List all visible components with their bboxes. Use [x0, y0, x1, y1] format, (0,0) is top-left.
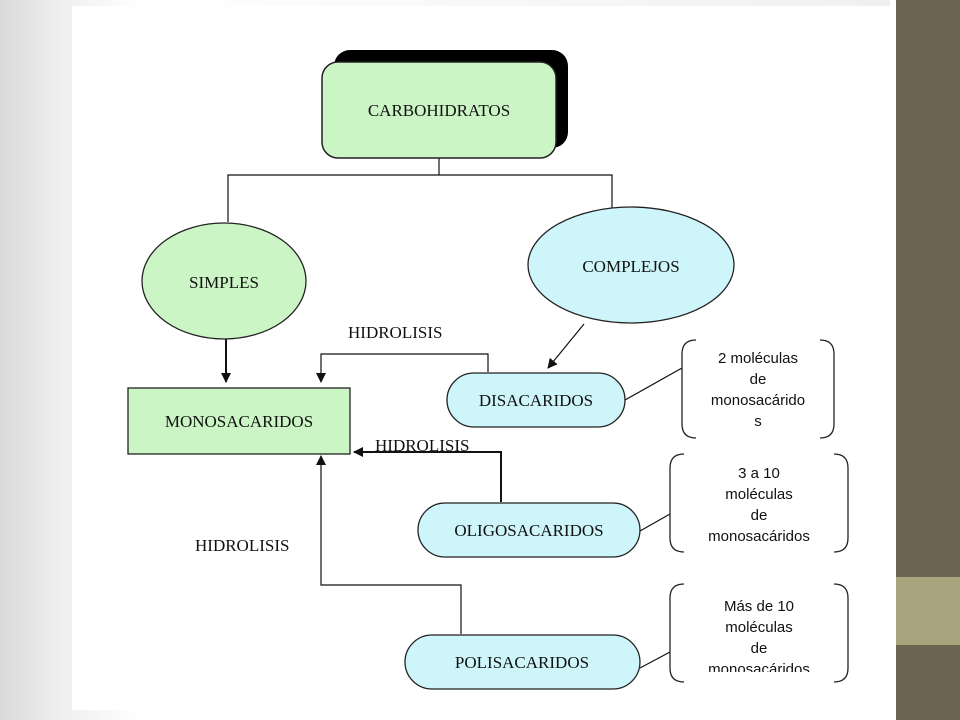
oligosacaridos-note-line	[639, 513, 671, 532]
note-oligosacaridos-left-bracket	[669, 453, 685, 553]
disacaridos-note-line	[624, 367, 683, 401]
side-bar-light	[896, 577, 960, 645]
note-oligosacaridos: 3 a 10 moléculas de monosacáridos	[669, 453, 849, 553]
polisacaridos-pill	[404, 634, 641, 690]
carbohidratos-node: CARBOHIDRATOS	[321, 50, 568, 159]
note-polisacaridos-right-bracket	[833, 583, 849, 683]
note-disacaridos-line-1: 2 moléculas	[718, 350, 798, 367]
complejos-node: COMPLEJOS	[527, 206, 735, 324]
note-oligosacaridos-line-1: 3 a 10	[738, 465, 780, 482]
note-oligosacaridos-line-3: de	[751, 507, 768, 524]
complejos-ellipse	[527, 206, 735, 324]
disacaridos-pill	[446, 372, 626, 428]
oligosacaridos-pill	[417, 502, 641, 558]
disacaridos-label: DISACARIDOS	[479, 391, 593, 410]
note-disacaridos-right-bracket	[819, 339, 835, 439]
monosacaridos-box	[127, 387, 351, 455]
note-polisacaridos-left-bracket	[669, 583, 685, 683]
hidrolisis-label-2: HIDROLISIS	[375, 436, 469, 455]
simples-node: SIMPLES	[141, 222, 307, 340]
disacaridos-node: DISACARIDOS	[446, 372, 626, 428]
carbohidratos-label: CARBOHIDRATOS	[368, 101, 510, 120]
oligosacaridos-node: OLIGOSACARIDOS	[417, 502, 641, 558]
note-disacaridos-line-4: s	[754, 413, 762, 430]
note-oligosacaridos-right-bracket	[833, 453, 849, 553]
oligosacaridos-label: OLIGOSACARIDOS	[454, 521, 603, 540]
simples-label: SIMPLES	[189, 273, 259, 292]
note-polisacaridos-line-4: monosacáridos	[708, 661, 810, 678]
note-disacaridos-line-2: de	[750, 371, 767, 388]
note-polisacaridos: Más de 10 moléculas de monosacáridos	[669, 583, 849, 683]
connectors	[221, 158, 683, 669]
carbohidratos-box	[321, 61, 557, 159]
complejos-to-disacaridos-arrow	[547, 323, 585, 369]
slide-background-top	[140, 0, 890, 8]
polisacaridos-note-line	[639, 651, 671, 669]
hidrolisis-polisacaridos-arrow	[316, 455, 462, 634]
hidrolisis-label-3: HIDROLISIS	[195, 536, 289, 555]
polisacaridos-node: POLISACARIDOS	[404, 634, 641, 690]
note-oligosacaridos-line-4: monosacáridos	[708, 528, 810, 545]
note-polisacaridos-line-2: moléculas	[725, 619, 793, 636]
monosacaridos-node: MONOSACARIDOS	[127, 387, 351, 455]
hidrolisis-label-1: HIDROLISIS	[348, 323, 442, 342]
note-disacaridos-left-bracket	[681, 339, 697, 439]
note-disacaridos-line-3: monosacárido	[711, 392, 805, 409]
note-oligosacaridos-line-2: moléculas	[725, 486, 793, 503]
hidrolisis-disacaridos-arrow	[316, 353, 489, 383]
note-disacaridos: 2 moléculas de monosacárido s	[681, 339, 835, 439]
simples-ellipse	[141, 222, 307, 340]
note-polisacaridos-line-3: de	[751, 640, 768, 657]
hidrolisis-oligosacaridos-arrow	[353, 447, 502, 502]
root-branch-line	[227, 174, 613, 222]
note-polisacaridos-line-1: Más de 10	[724, 598, 794, 615]
complejos-label: COMPLEJOS	[582, 257, 679, 276]
monosacaridos-label: MONOSACARIDOS	[165, 412, 313, 431]
polisacaridos-label: POLISACARIDOS	[455, 653, 589, 672]
